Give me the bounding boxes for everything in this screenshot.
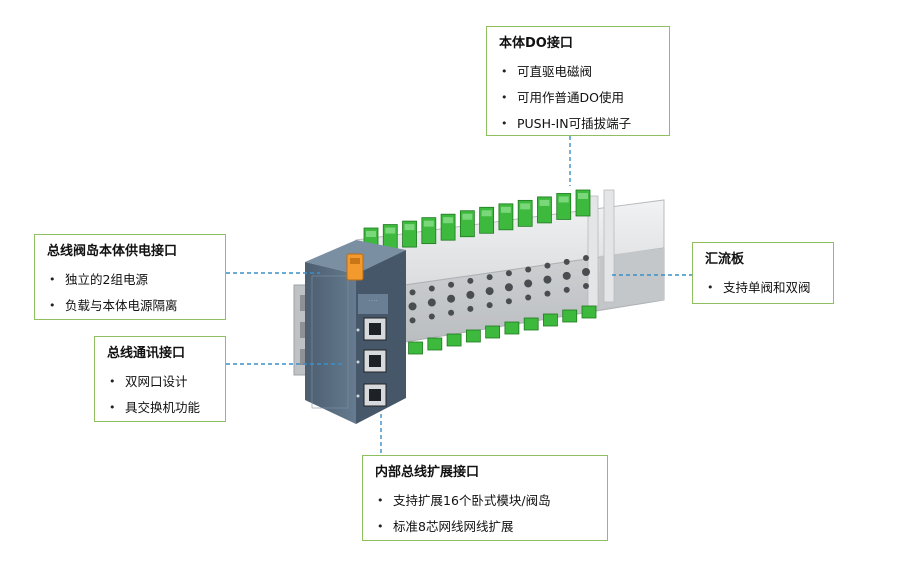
push-in-terminal — [459, 210, 475, 238]
bottom-fitting — [427, 337, 443, 351]
callout-do-interface: 本体DO接口 可直驱电磁阀 可用作普通DO使用 PUSH-IN可插拔端子 — [486, 26, 670, 137]
port-hole — [505, 298, 512, 305]
callout-title: 汇流板 — [705, 252, 745, 267]
svg-text:· · · ·: · · · · — [369, 298, 378, 303]
bus-comm-module: · · · · — [305, 240, 406, 424]
list-item: 支持扩展16个卧式模块/阀岛 — [375, 488, 595, 514]
bottom-fitting — [408, 341, 423, 355]
bottom-fitting — [446, 333, 462, 347]
callout-title: 内部总线扩展接口 — [375, 465, 480, 480]
push-in-terminal — [498, 203, 514, 231]
port-hole — [505, 270, 512, 277]
rj45-port-2 — [363, 349, 387, 373]
port-hole — [583, 255, 589, 261]
port-hole — [408, 302, 417, 311]
list-item: 可直驱电磁阀 — [499, 59, 657, 85]
rj45-port-1 — [363, 317, 387, 341]
list-item: 双网口设计 — [107, 369, 213, 395]
bottom-fitting-row — [369, 305, 597, 363]
push-in-terminal — [517, 199, 533, 227]
port-hole — [562, 271, 571, 280]
leader-lines — [226, 136, 692, 455]
bottom-fitting — [485, 325, 501, 339]
bottom-fitting — [562, 309, 578, 323]
push-in-terminal — [402, 220, 417, 248]
feature-list: 支持扩展16个卧式模块/阀岛 标准8芯网线网线扩展 — [375, 488, 595, 540]
bottom-fitting — [543, 313, 558, 327]
port-hole — [543, 275, 552, 284]
push-in-terminal — [479, 206, 495, 234]
port-hole — [563, 258, 570, 265]
port-hole — [448, 281, 455, 288]
port-hole — [525, 266, 532, 273]
feature-list: 可直驱电磁阀 可用作普通DO使用 PUSH-IN可插拔端子 — [499, 59, 657, 137]
port-hole — [524, 279, 533, 288]
port-hole — [409, 317, 416, 324]
push-in-terminal — [556, 193, 572, 220]
feature-list: 独立的2组电源 负载与本体电源隔离 — [47, 267, 213, 319]
callout-title: 总线阀岛本体供电接口 — [47, 244, 178, 259]
port-hole — [563, 286, 570, 293]
port-hole — [428, 285, 435, 292]
push-in-terminal — [421, 217, 437, 245]
port-hole — [486, 302, 493, 309]
port-hole — [583, 283, 589, 289]
callout-bus-comm: 总线通讯接口 双网口设计 具交换机功能 — [94, 336, 226, 422]
port-hole — [466, 290, 475, 299]
bottom-fitting — [465, 329, 481, 343]
port-hole — [447, 294, 456, 303]
list-item: PUSH-IN可插拔端子 — [499, 111, 657, 137]
feature-list: 支持单阀和双阀 — [705, 275, 821, 301]
list-item: 具交换机功能 — [107, 395, 213, 421]
port-hole — [582, 268, 590, 276]
callout-power-interface: 总线阀岛本体供电接口 独立的2组电源 负载与本体电源隔离 — [34, 234, 226, 320]
list-item: 标准8芯网线网线扩展 — [375, 514, 595, 540]
port-hole — [467, 305, 474, 312]
port-hole — [504, 283, 513, 292]
bottom-fitting — [523, 317, 539, 331]
list-item: 负载与本体电源隔离 — [47, 293, 213, 319]
port-hole — [409, 289, 416, 296]
port-hole — [467, 277, 474, 284]
callout-title: 本体DO接口 — [499, 36, 573, 51]
port-hole — [428, 313, 435, 320]
rj45-port-3 — [363, 383, 387, 407]
push-in-terminal — [537, 196, 552, 224]
list-item: 独立的2组电源 — [47, 267, 213, 293]
port-hole — [485, 287, 494, 296]
port-hole — [448, 309, 455, 316]
port-hole — [544, 262, 551, 269]
list-item: 支持单阀和双阀 — [705, 275, 821, 301]
port-hole — [525, 294, 532, 301]
callout-busbar: 汇流板 支持单阀和双阀 — [692, 242, 834, 304]
callout-internal-bus: 内部总线扩展接口 支持扩展16个卧式模块/阀岛 标准8芯网线网线扩展 — [362, 455, 608, 541]
port-hole — [427, 298, 436, 307]
push-in-terminal — [440, 213, 456, 241]
feature-list: 双网口设计 具交换机功能 — [107, 369, 213, 421]
callout-title: 总线通讯接口 — [107, 346, 186, 361]
bottom-fitting — [504, 321, 520, 335]
port-hole — [486, 274, 493, 281]
bottom-fitting — [581, 305, 597, 319]
list-item: 可用作普通DO使用 — [499, 85, 657, 111]
port-hole — [544, 290, 551, 297]
push-in-terminal — [575, 189, 591, 217]
